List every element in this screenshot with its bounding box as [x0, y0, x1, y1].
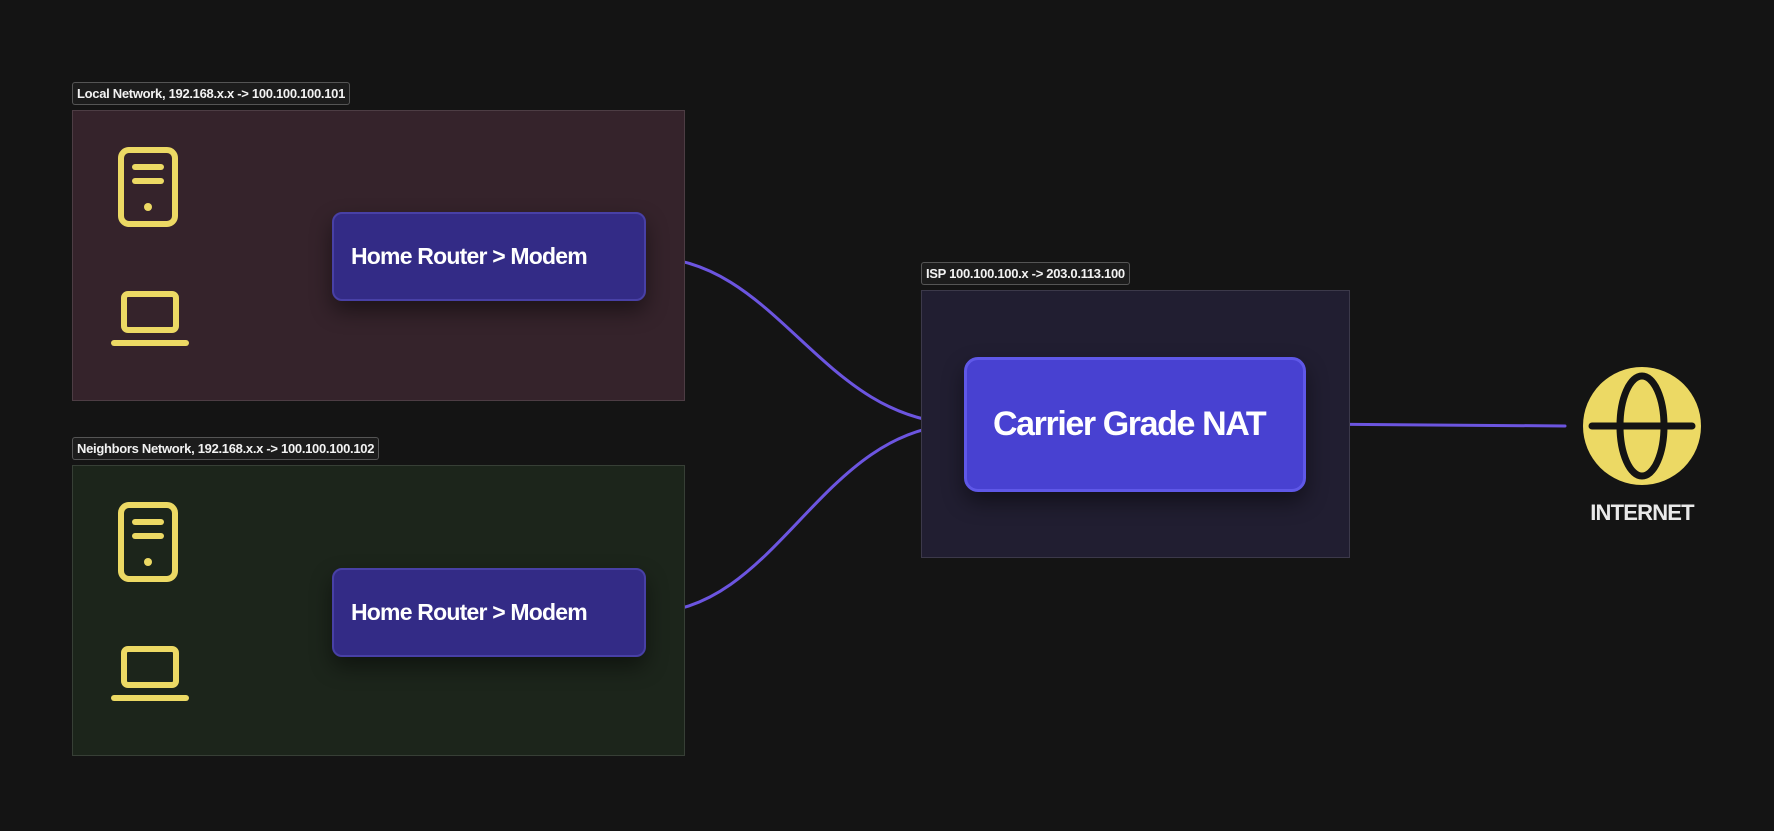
local-home-router-node[interactable]: Home Router > Modem: [332, 212, 646, 301]
connector-neighbor-router-to-cgnat: [644, 422, 967, 615]
local-home-router-label: Home Router > Modem: [351, 243, 588, 269]
internet-label: INTERNET: [1590, 500, 1694, 525]
neighbors-network-label: Neighbors Network, 192.168.x.x -> 100.10…: [72, 437, 380, 460]
connector-local-router-to-cgnat: [644, 255, 967, 426]
isp-label: ISP 100.100.100.x -> 203.0.113.100: [921, 262, 1130, 285]
server-icon: [118, 147, 178, 227]
laptop-icon: [111, 646, 189, 701]
carrier-grade-nat-node[interactable]: Carrier Grade NAT: [964, 357, 1306, 492]
local-network-label: Local Network, 192.168.x.x -> 100.100.10…: [72, 82, 350, 105]
carrier-grade-nat-label: Carrier Grade NAT: [993, 405, 1267, 443]
server-icon: [118, 502, 178, 582]
laptop-icon: [111, 291, 189, 346]
neighbor-home-router-node[interactable]: Home Router > Modem: [332, 568, 646, 657]
globe-icon: [1583, 367, 1701, 485]
neighbor-home-router-label: Home Router > Modem: [351, 599, 588, 625]
